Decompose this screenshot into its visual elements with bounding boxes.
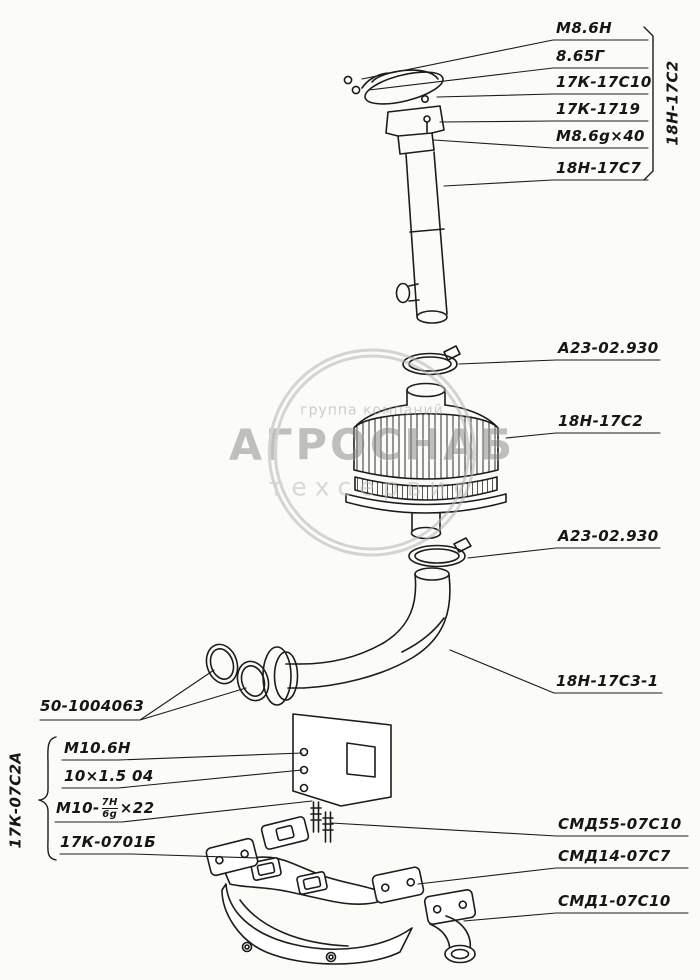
bracket-plate-drawing — [292, 713, 392, 843]
label-air-cleaner: 18Н-17С2 — [558, 412, 644, 430]
exhaust-manifold-drawing — [205, 816, 477, 965]
lower-clamp-drawing — [408, 537, 472, 568]
intake-pipe-drawing — [395, 151, 448, 324]
label-sealing-rings: 50-1004063 — [40, 697, 145, 715]
air-cleaner-drawing — [345, 382, 507, 540]
elbow-pipe-drawing — [262, 567, 451, 706]
label-smd1: СМД1-07С10 — [558, 892, 671, 910]
label-pipe-bracket: 17К-1719 — [556, 100, 641, 118]
label-lower-clamp: А23-02.930 — [558, 527, 659, 545]
label-washer-10: 10×1.5 04 — [64, 767, 154, 785]
label-stud-m10: М10- 7Н 6g ×22 — [56, 797, 154, 820]
label-smd14: СМД14-07С7 — [558, 847, 671, 865]
label-nut-m10: М10.6Н — [64, 739, 131, 757]
label-washer-865g: 8.65Г — [556, 47, 605, 65]
upper-clamp-drawing — [402, 345, 461, 376]
left-group-brace — [38, 736, 57, 861]
stud-spec-denominator: 6g — [102, 809, 118, 821]
stud-spec-numerator: 7Н — [101, 797, 118, 808]
label-cap: 17К-17С10 — [556, 73, 652, 91]
stud-spec-fraction-bar — [101, 808, 118, 810]
right-group-bracket — [643, 26, 654, 181]
stud-spec-suffix: ×22 — [119, 798, 155, 817]
leader-lines — [39, 39, 689, 922]
label-intake-pipe: 18Н-17С7 — [556, 159, 642, 177]
label-elbow-pipe: 18Н-17С3-1 — [556, 672, 659, 690]
label-nut-m8: М8.6Н — [556, 19, 613, 37]
pipe-bracket-drawing — [385, 105, 445, 155]
label-upper-clamp: А23-02.930 — [558, 339, 659, 357]
label-bracket-plate: 17К-0701Б — [60, 833, 157, 851]
stud-spec-fraction: 7Н 6g — [101, 797, 118, 821]
stud-spec-prefix: М10- — [56, 798, 100, 817]
label-smd55: СМД55-07С10 — [558, 815, 682, 833]
sealing-rings-drawing — [205, 643, 270, 702]
label-bolt-m8: М8.6g×40 — [556, 127, 645, 145]
label-left-assembly-vertical: 17К-07С2А — [6, 751, 25, 849]
label-top-assembly-vertical: 18Н-17С2 — [663, 60, 682, 146]
